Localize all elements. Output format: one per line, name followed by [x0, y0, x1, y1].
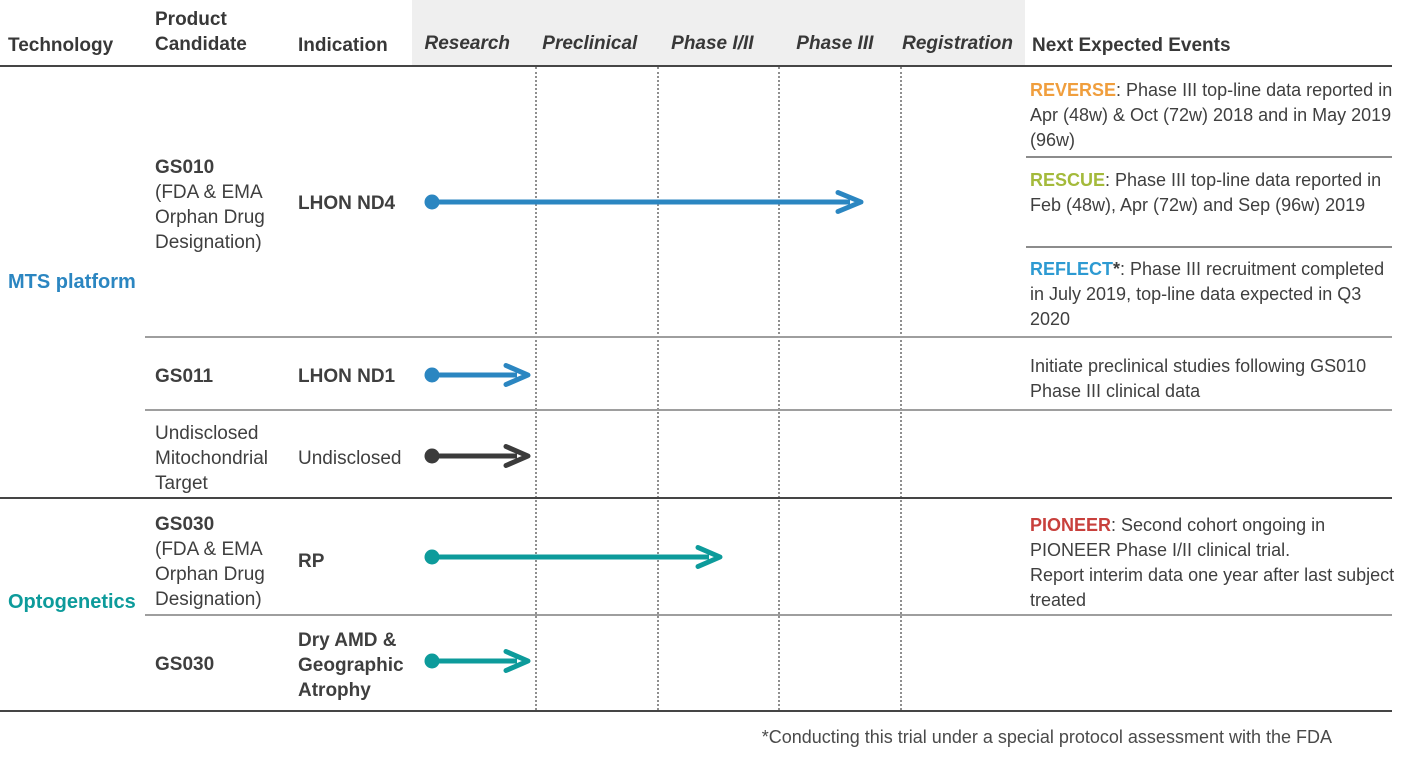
phase-gridline-preclinical — [535, 67, 537, 710]
candidate-name: GS030 — [155, 654, 215, 675]
candidate-name: GS011 — [155, 366, 214, 387]
event-reflect: REFLECT*: Phase III recruitment complete… — [1030, 257, 1398, 332]
event-divider-line — [1026, 246, 1392, 248]
column-header-indication: Indication — [298, 35, 388, 56]
header-divider-line — [0, 65, 1392, 67]
event-gs011: Initiate preclinical studies following G… — [1030, 356, 1367, 401]
trial-name-reverse: REVERSE — [1030, 80, 1117, 100]
arrow-head — [835, 190, 864, 214]
event-text: : Phase III top-line data reported in Ap… — [1030, 80, 1393, 150]
column-header-product-candidate: Product Candidate — [155, 9, 247, 55]
arrow-head — [503, 649, 531, 673]
row-divider-line — [145, 409, 1392, 411]
trial-name-suffix: * — [1113, 259, 1121, 279]
phase-header-preclinical: Preclinical — [542, 33, 638, 54]
phase-gridline-phase-3 — [778, 67, 780, 710]
gs010-progress-arrow — [424, 190, 864, 214]
phase-header-row: Research Preclinical Phase I/II Phase II… — [412, 33, 1025, 55]
event-text: : Phase III top-line data reported in Fe… — [1030, 170, 1382, 215]
undisclosed-progress-arrow — [424, 444, 531, 468]
phase-gridline-phase-1-2 — [657, 67, 659, 710]
indication-label: Dry AMD & Geographic Atrophy — [298, 630, 404, 701]
arrow-head — [695, 545, 723, 569]
indication-label: LHON ND4 — [298, 193, 396, 214]
phase-header-phase-1-2: Phase I/II — [671, 33, 754, 54]
trial-name-rescue: RESCUE — [1030, 170, 1106, 190]
candidate-name: GS010 — [155, 157, 215, 178]
row-divider-line — [145, 614, 1392, 616]
event-reverse: REVERSE: Phase III top-line data reporte… — [1030, 78, 1398, 153]
event-rescue: RESCUE: Phase III top-line data reported… — [1030, 168, 1398, 218]
row-divider-line — [145, 336, 1392, 338]
phase-header-research: Research — [424, 33, 511, 54]
gs030-amd-progress-arrow — [424, 649, 531, 673]
indication-label: LHON ND1 — [298, 366, 396, 387]
column-header-technology: Technology — [8, 35, 114, 56]
section-divider-line — [0, 497, 1392, 499]
gs030-rp-progress-arrow — [424, 545, 723, 569]
technology-label-mts-platform: MTS platform — [8, 271, 136, 293]
event-pioneer: PIONEER: Second cohort ongoing in PIONEE… — [1030, 513, 1398, 613]
indication-label: RP — [298, 551, 325, 572]
trial-name-reflect: REFLECT — [1030, 259, 1113, 279]
phase-header-phase-3: Phase III — [796, 33, 874, 54]
phase-header-band — [412, 0, 1025, 65]
bottom-border-line — [0, 710, 1392, 712]
event-text: : Phase III recruitment completed in Jul… — [1030, 259, 1385, 329]
event-divider-line — [1026, 156, 1392, 158]
event-text: : Second cohort ongoing in PIONEER Phase… — [1030, 515, 1395, 610]
arrow-head — [503, 363, 531, 387]
gs011-progress-arrow — [424, 363, 531, 387]
trial-name-pioneer: PIONEER — [1030, 515, 1112, 535]
column-header-next-expected-events: Next Expected Events — [1032, 35, 1231, 56]
candidate-name: GS030 — [155, 514, 215, 535]
candidate-note: (FDA & EMA Orphan Drug Designation) — [155, 182, 265, 253]
technology-label-optogenetics: Optogenetics — [8, 591, 136, 613]
phase-gridline-registration — [900, 67, 902, 710]
candidate-name: Undisclosed Mitochondrial Target — [155, 423, 268, 494]
phase-header-registration: Registration — [902, 33, 1013, 54]
candidate-note: (FDA & EMA Orphan Drug Designation) — [155, 539, 265, 610]
indication-label: Undisclosed — [298, 448, 402, 469]
arrow-head — [503, 444, 531, 468]
footnote: *Conducting this trial under a special p… — [761, 727, 1332, 747]
